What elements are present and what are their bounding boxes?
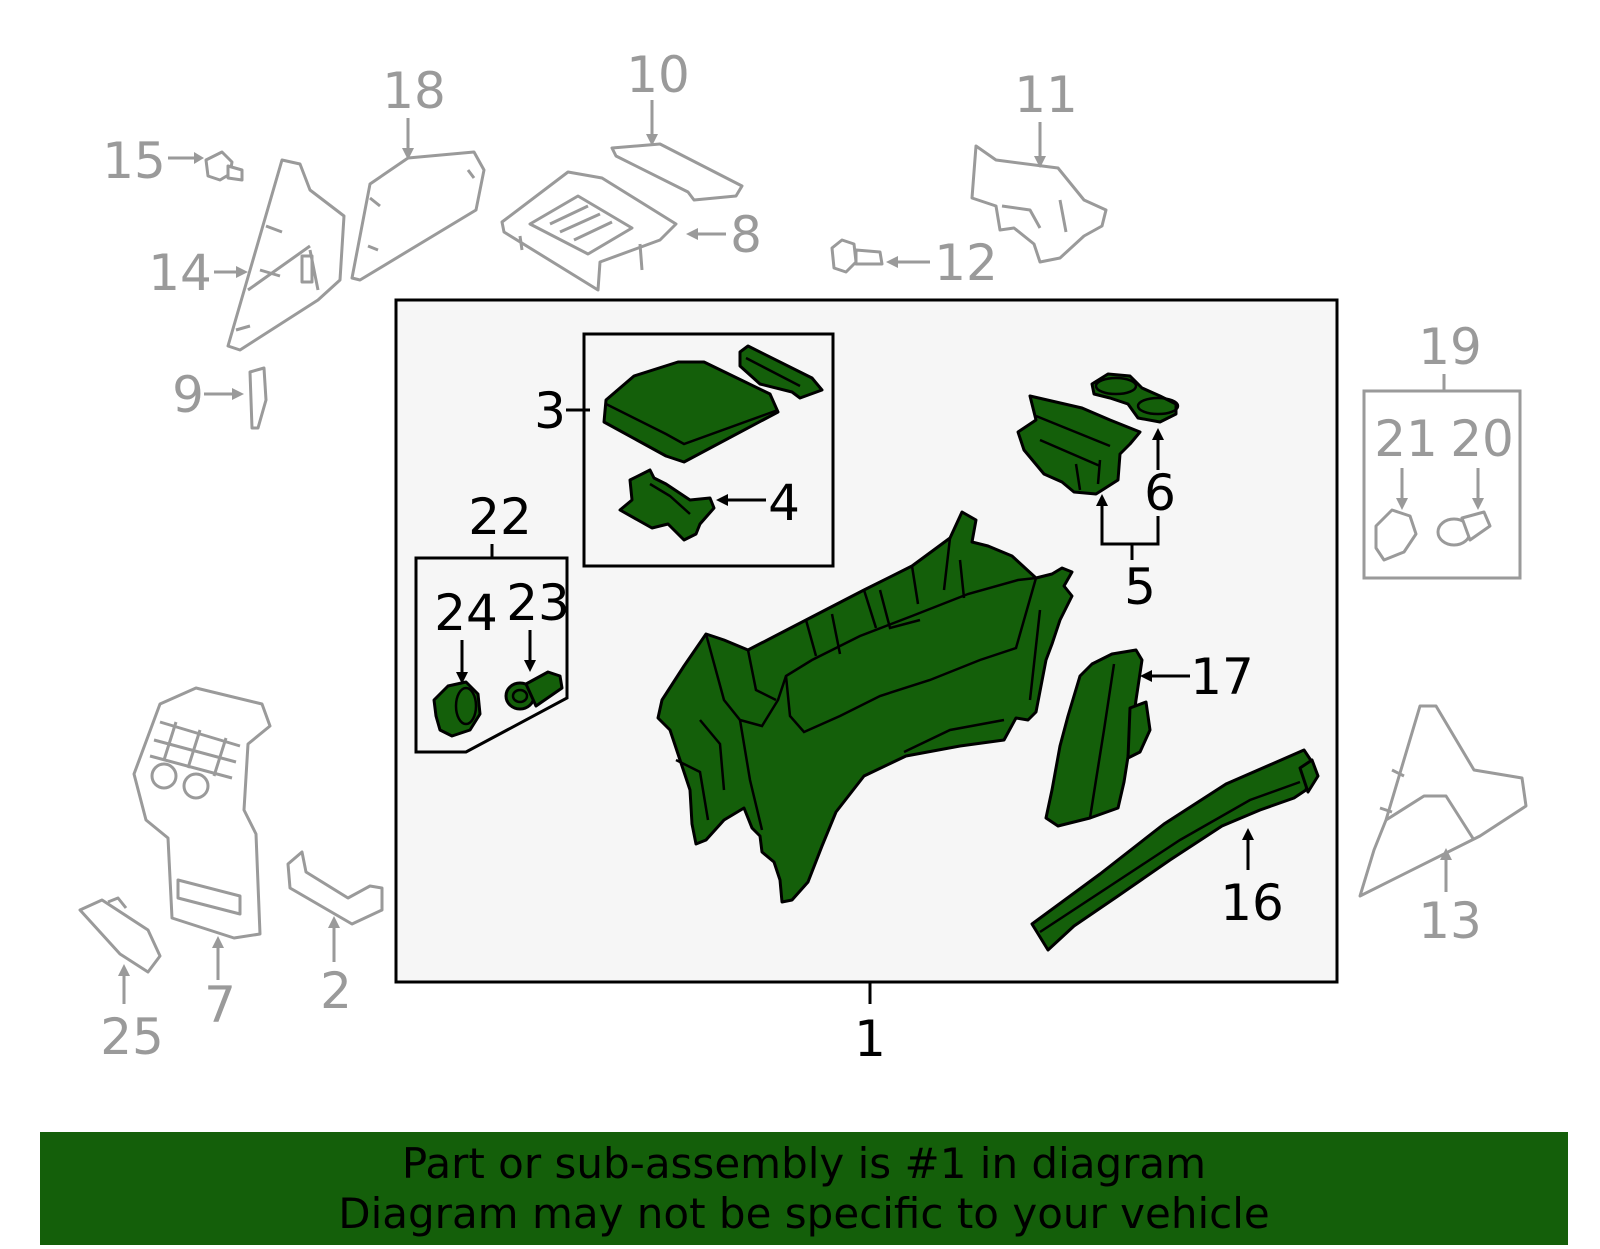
callout-16: 16	[1220, 874, 1284, 932]
callout-13: 13	[1418, 892, 1482, 950]
callout-18: 18	[382, 62, 446, 120]
part-3-armrest-lid	[602, 344, 824, 464]
part-12-bolt	[830, 238, 884, 274]
callout-10: 10	[626, 46, 690, 104]
part-23-lighter	[504, 670, 564, 711]
callout-17: 17	[1190, 648, 1254, 706]
gray-leaders	[118, 100, 1484, 1004]
callout-4: 4	[768, 474, 800, 532]
subgroup-box-19	[1362, 389, 1522, 580]
part-1-console-assembly	[656, 510, 1074, 904]
callout-19: 19	[1418, 318, 1482, 376]
part-21-socket	[1374, 508, 1418, 562]
black-leaders	[456, 408, 1254, 1004]
part-7-rear-vent-panel	[132, 686, 272, 940]
callout-7: 7	[204, 976, 236, 1034]
part-16-trim-strip	[1030, 748, 1320, 952]
callout-20: 20	[1450, 410, 1514, 468]
part-5-cupholder	[1016, 394, 1142, 496]
callout-21: 21	[1374, 410, 1438, 468]
subgroup-box-22	[414, 556, 569, 754]
part-14-side-panel	[226, 158, 346, 352]
info-banner: Part or sub-assembly is #1 in diagram Di…	[40, 1132, 1568, 1245]
callout-25: 25	[100, 1008, 164, 1066]
callout-labels: 1 2 3 4 5 6 7 8 9 10 11 12 13 14 15 16 1…	[100, 46, 1514, 1068]
part-25-switch	[78, 896, 162, 974]
callout-3: 3	[534, 382, 566, 440]
callout-2: 2	[320, 962, 352, 1020]
part-15-pushpin	[204, 150, 244, 182]
banner-line-1: Part or sub-assembly is #1 in diagram	[401, 1138, 1207, 1188]
callout-22: 22	[468, 488, 532, 546]
callout-23: 23	[506, 574, 570, 632]
part-9-clip	[248, 366, 268, 430]
parts-diagram: 1 2 3 4 5 6 7 8 9 10 11 12 13 14 15 16 1…	[78, 46, 1528, 1068]
part-4-bracket	[618, 468, 716, 542]
callout-6: 6	[1144, 464, 1176, 522]
part-18-trim-panel	[350, 150, 486, 282]
part-8-bezel	[500, 170, 678, 292]
part-10-trim-strip	[610, 142, 744, 202]
callout-5: 5	[1124, 558, 1156, 616]
banner-line-2: Diagram may not be specific to your vehi…	[338, 1188, 1270, 1238]
callout-11: 11	[1014, 66, 1078, 124]
part-6-cupholder-insert	[1090, 372, 1180, 424]
part-17-side-trim	[1044, 648, 1152, 828]
part-24-power-socket	[432, 680, 482, 738]
subgroup-box-3-4	[582, 332, 835, 568]
callout-14: 14	[148, 244, 212, 302]
part-11-bracket	[970, 144, 1108, 264]
callout-15: 15	[102, 132, 166, 190]
callout-1: 1	[854, 1010, 886, 1068]
callout-12: 12	[934, 234, 998, 292]
callout-9: 9	[172, 366, 204, 424]
callout-24: 24	[434, 584, 498, 642]
part-2-bracket	[286, 850, 384, 926]
callout-8: 8	[730, 206, 762, 264]
part-20-lighter	[1436, 510, 1492, 547]
part-13-side-trim	[1358, 704, 1528, 898]
